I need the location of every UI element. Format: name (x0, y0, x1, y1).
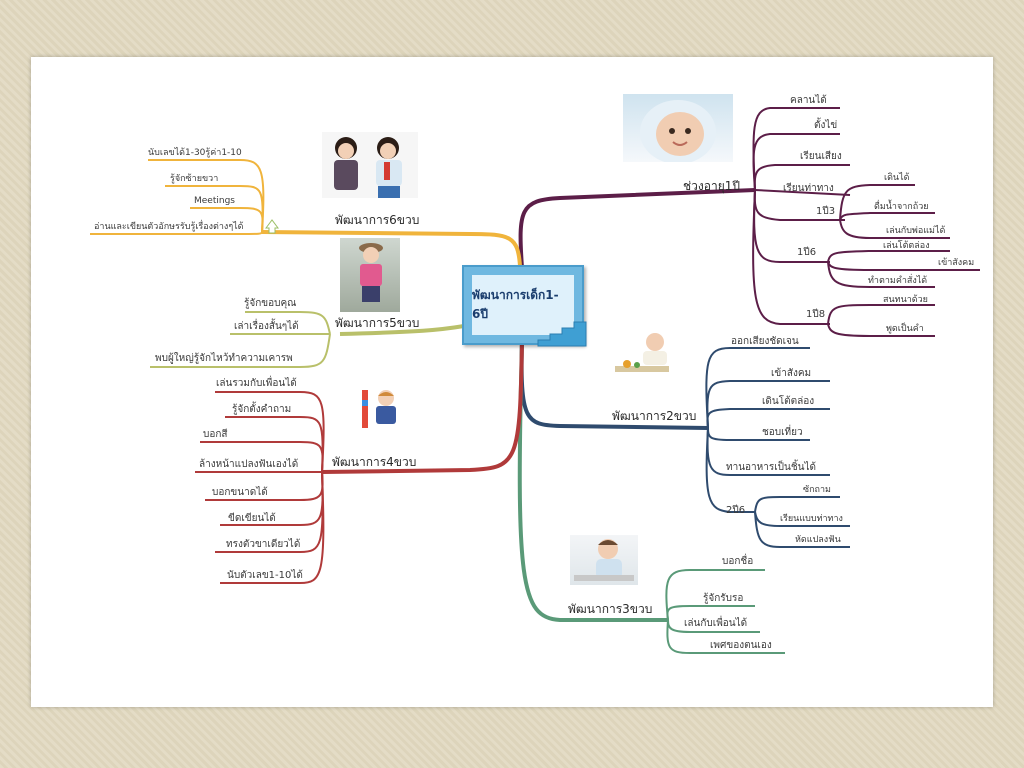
age6-item[interactable]: Meetings (194, 196, 235, 206)
age4-item[interactable]: บอกสี (203, 429, 228, 440)
age1-1y6-item[interactable]: เข้าสังคม (938, 258, 975, 268)
central-topic-title: พัฒนาการเด็ก1-6ปี (472, 288, 559, 321)
kid-with-blocks-icon (362, 390, 396, 428)
branch-age5-trunk (339, 324, 465, 336)
age1-connectors (752, 107, 980, 337)
age6-item[interactable]: รู้จักซ้ายขวา (170, 174, 219, 184)
age4-item[interactable]: บอกขนาดได้ (212, 487, 268, 498)
age3-connectors (665, 569, 785, 654)
branch-age4-label[interactable]: พัฒนาการ4ขวบ (332, 455, 417, 469)
branch-age3-label[interactable]: พัฒนาการ3ขวบ (568, 602, 653, 616)
age1-sub-1y6-label[interactable]: 1ปี6 (797, 247, 817, 258)
age2-item[interactable]: ทานอาหารเป็นชิ้นได้ (726, 462, 816, 473)
branch-age5-label[interactable]: พัฒนาการ5ขวบ (335, 316, 420, 330)
stairs-icon (537, 321, 587, 347)
age4-item[interactable]: นับตัวเลข1-10ได้ (227, 570, 303, 581)
age1-item[interactable]: คลานได้ (790, 95, 827, 106)
age5-item[interactable]: เล่าเรื่องสั้นๆได้ (234, 321, 299, 332)
age1-1y3-item[interactable]: เล่นกับพ่อแม่ได้ (886, 226, 946, 236)
age6-item[interactable]: อ่านและเขียนตัวอักษรรับรู้เรื่องต่างๆได้ (94, 222, 244, 232)
age3-item[interactable]: เพศของตนเอง (710, 640, 772, 651)
age1-1y6-item[interactable]: เล่นโต้ตล่อง (883, 241, 930, 251)
age1-item[interactable]: เรียนเสียง (800, 151, 842, 162)
branch-age1-label[interactable]: ช่วงอายุ1ปี (683, 179, 740, 193)
age2-item[interactable]: เข้าสังคม (771, 368, 812, 379)
age3-item[interactable]: รู้จักรับรอ (703, 593, 744, 604)
branch-age3-trunk (517, 339, 668, 622)
age2-item[interactable]: เดินโต้ตล่อง (762, 396, 815, 407)
age1-1y3-item[interactable]: ดื่มน้ำจากถ้วย (874, 202, 929, 212)
age6-connectors (90, 159, 265, 235)
branch-age1-trunk (518, 188, 756, 269)
kid-age4-photo (360, 386, 404, 432)
age3-item[interactable]: เล่นกับเพื่อนได้ (684, 618, 748, 629)
age2-connectors (705, 347, 850, 548)
age6-item[interactable]: นับเลขได้1-30รู้ค่า1-10 (148, 148, 242, 158)
two-kids-icon (334, 137, 402, 198)
kids-age6-photo (322, 132, 418, 198)
age1-sub-1y3-label[interactable]: 1ปี3 (816, 206, 836, 217)
age1-1y8-item[interactable]: สนทนาด้วย (883, 295, 928, 305)
age5-connectors (150, 311, 331, 368)
age4-item[interactable]: รู้จักตั้งคำถาม (232, 404, 292, 415)
age4-connectors (195, 391, 325, 584)
age1-item[interactable]: ตั้งไข่ (814, 120, 838, 131)
kid-age5-photo (340, 238, 400, 312)
age2-item[interactable]: ออกเสียงชัดเจน (731, 336, 799, 347)
age4-item[interactable]: เล่นรวมกับเพื่อนได้ (216, 378, 297, 389)
baby-age3-photo (570, 535, 638, 585)
baby-in-towel-photo (623, 94, 733, 162)
kid-standing-icon (359, 243, 383, 302)
branch-age6-label[interactable]: พัฒนาการ6ขวบ (335, 213, 420, 227)
age1-item[interactable]: เรียนท่าทาง (783, 183, 834, 194)
age2-item[interactable]: ชอบเที่ยว (762, 427, 803, 438)
age1-1y8-item[interactable]: พูดเป็นคำ (886, 324, 924, 334)
age2-2y6-item[interactable]: เรียนแบบท่าทาง (780, 514, 843, 524)
age3-item[interactable]: บอกชื่อ (722, 556, 754, 567)
age1-1y6-item[interactable]: ทำตามคำสั่งได้ (868, 276, 928, 286)
age1-sub-1y8-label[interactable]: 1ปี8 (806, 309, 826, 320)
up-arrow-icon (265, 219, 279, 234)
age1-1y3-item[interactable]: เดินได้ (884, 173, 910, 183)
age4-item[interactable]: ล้างหน้าแปลงฟันเองได้ (199, 459, 299, 470)
baby-playing-icon (615, 333, 669, 372)
age2-2y6-item[interactable]: หัดแปลงฟัน (795, 535, 841, 545)
branch-age4-trunk (321, 339, 524, 474)
branch-age6-trunk (261, 230, 522, 267)
age2-2y6-item[interactable]: ซักถาม (803, 485, 831, 495)
baby-face-icon (640, 100, 716, 162)
baby-sitting-icon (574, 539, 634, 581)
age4-item[interactable]: ขีดเขียนได้ (228, 513, 276, 524)
age4-item[interactable]: ทรงตัวขาเดียวได้ (226, 539, 301, 550)
central-topic-inner: พัฒนาการเด็ก1-6ปี (472, 275, 574, 335)
branch-age2-label[interactable]: พัฒนาการ2ขวบ (612, 409, 697, 423)
age5-item[interactable]: รู้จักขอบคุณ (244, 298, 297, 309)
age5-item[interactable]: พบผู้ใหญ่รู้จักไหว้ทำความเคารพ (155, 353, 293, 364)
baby-age2-photo (613, 330, 671, 376)
age2-sub-2y6-label[interactable]: 2ปี6 (726, 505, 746, 516)
